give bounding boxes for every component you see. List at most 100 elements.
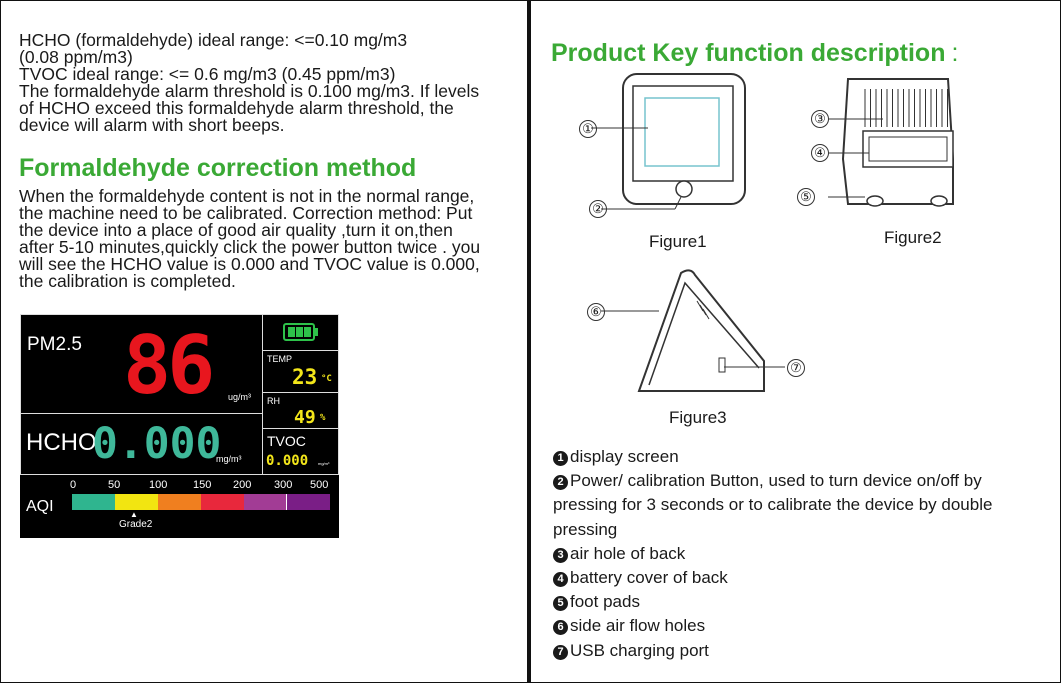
figure3-side-view (601, 269, 785, 392)
device-display-screen: PM2.5 86 ug/m³ TEMP 23 °C RH 49 % HCHO 0… (20, 314, 339, 538)
title-colon: : (951, 39, 959, 67)
figure1-label: Figure1 (649, 232, 707, 251)
hcho-value: 0.000 (92, 419, 222, 469)
aqi-segment (115, 494, 158, 510)
aqi-segment (287, 494, 330, 510)
aqi-grade: Grade2 (119, 519, 153, 530)
product-key-title-text: Product Key function description (551, 39, 946, 67)
intro-text: HCHO (formaldehyde) ideal range: <=0.10 … (19, 31, 519, 135)
battery-bar (296, 327, 303, 337)
correction-line: after 5-10 minutes,quickly click the pow… (19, 237, 481, 257)
pm-unit: ug/m³ (228, 392, 252, 402)
legend-text: display screen (570, 447, 679, 466)
pm-label: PM2.5 (27, 334, 82, 355)
tvoc-value: 0.000 (266, 453, 309, 469)
figure1-front-view (591, 73, 746, 210)
aqi-segment (72, 494, 115, 510)
rh-unit: % (320, 413, 326, 423)
legend-text: foot pads (570, 592, 640, 612)
pm-value: 86 (123, 319, 215, 412)
right-column: Product Key function description: ① ② Fi… (541, 1, 1056, 682)
temp-unit: °C (321, 374, 332, 384)
aqi-tick-label: 500 (310, 479, 329, 491)
battery-tip (314, 328, 318, 336)
callout-5: ⑤ (797, 188, 815, 206)
callout-2: ② (589, 200, 607, 218)
aqi-segment (201, 494, 244, 510)
legend-text: USB charging port (570, 640, 709, 660)
aqi-tick-label: 50 (108, 479, 121, 491)
aqi-segment (244, 494, 287, 510)
correction-text: When the formaldehyde content is not in … (19, 186, 519, 291)
correction-line: the device into a place of good air qual… (19, 220, 453, 240)
intro-line: (0.08 ppm/m3) (19, 47, 133, 67)
temp-label: TEMP (267, 354, 293, 364)
battery-bar (304, 327, 311, 337)
callout-4: ④ (811, 144, 829, 162)
intro-line: The formaldehyde alarm threshold is 0.10… (19, 81, 480, 101)
aqi-grade-marker-icon: ▲ (130, 510, 138, 519)
legend-number-icon: 3 (553, 547, 568, 563)
hcho-label: HCHO (26, 429, 97, 456)
correction-line: When the formaldehyde content is not in … (19, 186, 475, 206)
figure3-label: Figure3 (669, 408, 727, 427)
temp-value: 23 (292, 365, 318, 389)
battery-icon (283, 323, 318, 341)
figure2-label: Figure2 (884, 228, 942, 247)
legend-number-icon: 2 (553, 475, 568, 491)
legend-item: pressing (553, 518, 992, 542)
aqi-tick-label: 300 (274, 479, 293, 491)
legend-text: Power/ calibration Button, used to turn … (570, 471, 982, 491)
callout-3: ③ (811, 110, 829, 128)
legend-text: air hole of back (570, 543, 686, 563)
legend-number-icon: 4 (553, 572, 568, 588)
callout-7: ⑦ (787, 359, 805, 377)
aqi-tick-label: 200 (233, 479, 252, 491)
aqi-tick-label: 150 (193, 479, 212, 491)
legend-text: pressing for 3 seconds or to calibrate t… (553, 495, 993, 515)
callout-1: ① (579, 120, 597, 138)
rh-label: RH (267, 396, 280, 406)
figure2-back-view (828, 78, 954, 207)
battery-bar (288, 327, 295, 337)
correction-line: the calibration is completed. (19, 271, 236, 291)
correction-line: will see the HCHO value is 0.000 and TVO… (19, 254, 480, 274)
aqi-separator (286, 494, 287, 510)
tvoc-label: TVOC (267, 433, 306, 449)
hcho-unit: mg/m³ (216, 454, 242, 464)
aqi-segment (158, 494, 201, 510)
intro-line: TVOC ideal range: <= 0.6 mg/m3 (0.45 ppm… (19, 64, 396, 84)
legend-text: pressing (553, 519, 618, 539)
legend-item: pressing for 3 seconds or to calibrate t… (553, 493, 992, 517)
tvoc-unit: mg/m³ (318, 461, 330, 466)
rh-value: 49 (294, 407, 316, 428)
aqi-tick-label: 0 (70, 479, 77, 491)
legend-number-icon: 6 (553, 620, 568, 636)
aqi-label: AQI (26, 498, 54, 515)
intro-line: of HCHO exceed this formaldehyde alarm t… (19, 98, 454, 118)
legend-text: side air flow holes (570, 616, 706, 636)
aqi-tick-label: 100 (149, 479, 168, 491)
product-key-title: Product Key function description: (551, 39, 958, 68)
legend-number-icon: 7 (553, 644, 568, 660)
correction-title: Formaldehyde correction method (19, 154, 417, 182)
legend-number-icon: 1 (553, 451, 568, 466)
callout-6: ⑥ (587, 303, 605, 321)
tvoc-cell (262, 428, 339, 475)
column-divider (527, 1, 531, 682)
left-column: HCHO (formaldehyde) ideal range: <=0.10 … (19, 31, 519, 291)
intro-line: device will alarm with short beeps. (19, 115, 285, 135)
correction-line: the machine need to be calibrated. Corre… (19, 203, 473, 223)
legend-text: battery cover of back (570, 568, 728, 588)
aqi-color-bar (72, 494, 330, 510)
legend-number-icon: 5 (553, 596, 568, 612)
